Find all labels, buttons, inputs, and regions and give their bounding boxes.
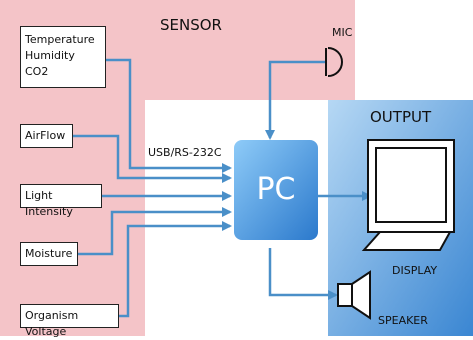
display-icon (361, 139, 455, 251)
pc-box (234, 140, 318, 240)
wire-speaker (268, 248, 338, 300)
sensor-label-line: Temperature (25, 33, 95, 46)
sensor-box-moisture: Moisture (20, 242, 78, 266)
wire-airflow (72, 134, 232, 183)
sensor-label-line: Light Intensity (25, 189, 73, 218)
sensor-box-organism: Organism Voltage (20, 304, 119, 338)
connection-label: USB/RS-232C (148, 146, 222, 159)
sensor-title: SENSOR (160, 16, 222, 34)
sensor-label-line: AirFlow (25, 129, 66, 142)
mic-icon (325, 47, 343, 77)
mic-label: MIC (332, 26, 353, 39)
sensor-label-line: Organism Voltage (25, 309, 79, 338)
wire-temperature (105, 58, 232, 173)
sensor-label-line: CO2 (25, 65, 49, 78)
wire-moisture (58, 207, 232, 256)
sensor-label-line: Moisture (25, 247, 73, 260)
sensor-box-environment: Temperature Humidity CO2 (20, 26, 106, 88)
sensor-box-airflow: AirFlow (20, 124, 73, 148)
wire-mic (265, 60, 326, 140)
speaker-label: SPEAKER (378, 314, 428, 327)
sensor-label-line: Humidity (25, 49, 75, 62)
wire-organism (118, 221, 232, 318)
pc-label: PC (256, 172, 296, 207)
display-label: DISPLAY (392, 264, 438, 277)
speaker-icon (337, 270, 371, 320)
sensor-box-light: Light Intensity (20, 184, 102, 218)
output-title: OUTPUT (370, 108, 432, 126)
